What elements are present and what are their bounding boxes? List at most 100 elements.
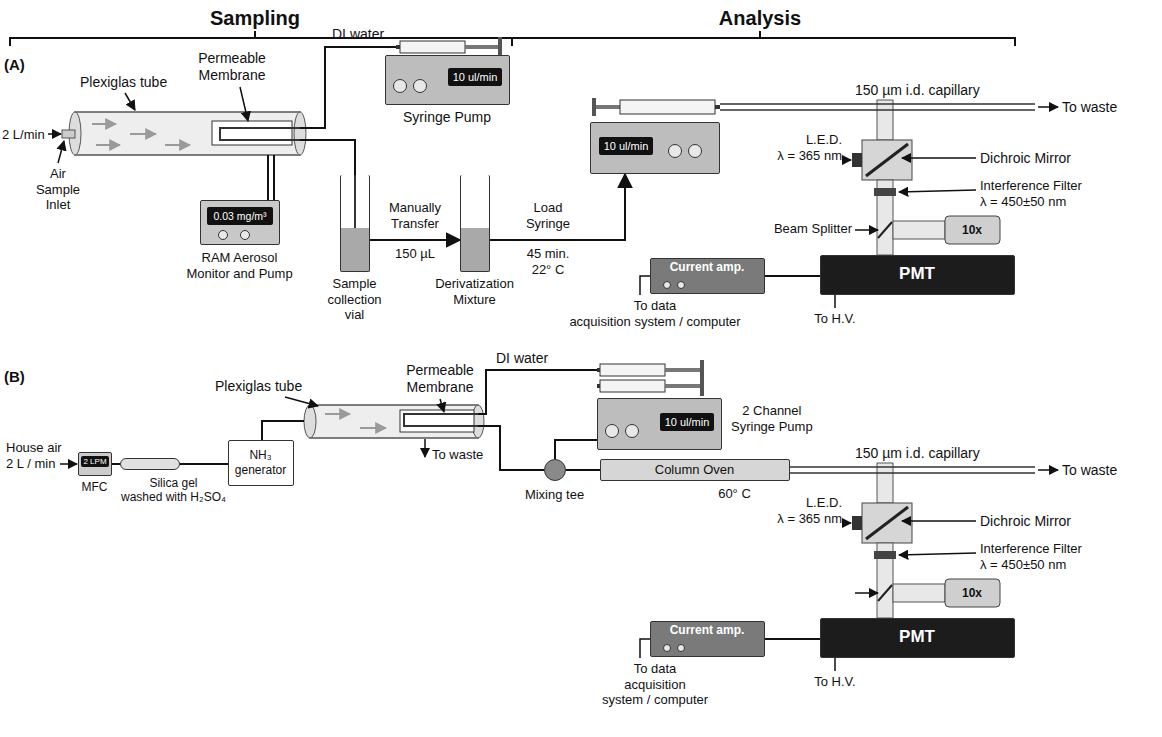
- mixing-tee: Mixing tee: [544, 459, 566, 481]
- part-name: PMT: [899, 264, 935, 284]
- knob: [677, 281, 685, 289]
- knob: [663, 281, 671, 289]
- edge-label: Manually Transfer: [389, 200, 441, 231]
- tubing-connector: [765, 275, 820, 277]
- knob: [663, 644, 671, 652]
- column-oven: Column Oven60° C: [600, 459, 790, 481]
- panel-letter: (A): [4, 56, 25, 74]
- syringe: [396, 37, 502, 57]
- photomultiplier-tube: PMT: [820, 618, 1015, 658]
- part-label: L.E.D. λ = 365 nm: [777, 132, 842, 163]
- display-readout: 10 ul/min: [448, 68, 502, 86]
- part-name: Mixing tee: [525, 487, 584, 503]
- part-label: To H.V.: [814, 311, 855, 327]
- part-label: To waste: [432, 447, 483, 463]
- knob: [218, 230, 228, 240]
- part-label: To data acquisition system / computer: [569, 298, 740, 329]
- knob: [605, 424, 619, 438]
- part-label: 45 min. 22° C: [527, 246, 570, 277]
- edge-label: Load Syringe: [526, 200, 570, 231]
- tubing-connector: [490, 174, 625, 240]
- part-name: 2 Channel Syringe Pump: [731, 403, 813, 434]
- part-label: Permeable Membrane: [198, 50, 266, 84]
- part-name: RAM Aerosol Monitor and Pump: [186, 250, 292, 281]
- part-label: To waste: [1062, 462, 1117, 479]
- current-amplifier: Current amp.: [650, 621, 765, 657]
- syringe-pump: 10 ul/min2 Channel Syringe Pump: [597, 398, 722, 450]
- knob: [625, 424, 639, 438]
- part-label: Interference Filter λ = 450±50 nm: [980, 178, 1082, 209]
- aerosol-monitor: 0.03 mg/m³RAM Aerosol Monitor and Pump: [200, 200, 280, 245]
- part-label: To waste: [1062, 99, 1117, 116]
- current-amplifier: Current amp.: [650, 258, 765, 294]
- part-label: Beam Splitter: [774, 221, 852, 237]
- knob: [240, 230, 250, 240]
- knob: [393, 79, 407, 93]
- part-label: DI water: [496, 350, 548, 367]
- part-label: To data acquisition system / computer: [602, 661, 708, 708]
- silica-gel-tube: Silica gel washed with H₂SO₄: [120, 458, 180, 470]
- tubing-connector: [112, 463, 120, 465]
- tubing-connector: [765, 638, 820, 640]
- syringe-pump: 10 ul/minSyringe Pump: [385, 55, 510, 105]
- tubing-connector: [370, 239, 460, 241]
- sample-vial: Sample collection vial: [340, 175, 370, 272]
- plexiglas-tube: [304, 405, 484, 438]
- section-heading: Analysis: [719, 6, 801, 30]
- knob: [688, 144, 702, 158]
- display-readout: 10 ul/min: [660, 413, 714, 431]
- mass-flow-controller: 2 LPMMFC: [78, 452, 112, 476]
- part-label: Dichroic Mirror: [980, 150, 1071, 167]
- leader-arrow: [60, 463, 77, 465]
- part-name: Syringe Pump: [403, 109, 491, 126]
- part-name: 60° C: [718, 486, 751, 502]
- part-label: 150 µm i.d. capillary: [855, 445, 980, 462]
- part-label: Interference Filter λ = 450±50 nm: [980, 541, 1082, 572]
- panel-letter: (B): [4, 368, 25, 386]
- part-label: Plexiglas tube: [80, 74, 167, 91]
- leader-arrows: [285, 397, 444, 457]
- part-label: 2 L/min: [2, 127, 45, 143]
- part-name: Current amp.: [670, 623, 745, 637]
- part-label: To H.V.: [814, 674, 855, 690]
- part-name: Column Oven: [655, 462, 734, 478]
- knob: [677, 644, 685, 652]
- syringe: [597, 360, 704, 396]
- tubing-connector: [555, 440, 597, 459]
- syringe-pump: 10 ul/min: [590, 122, 720, 174]
- part-name: MFC: [82, 480, 108, 494]
- tubing-connector: [566, 469, 600, 471]
- part-name: Derivatization Mixture: [435, 276, 514, 307]
- part-name: PMT: [899, 627, 935, 647]
- part-name: NH₃ generator: [235, 448, 286, 477]
- part-label: L.E.D. λ = 365 nm: [777, 495, 842, 526]
- ammonia-generator: NH₃ generator: [228, 440, 294, 486]
- part-label: 150 µm i.d. capillary: [855, 82, 980, 99]
- photomultiplier-tube: PMT: [820, 255, 1015, 295]
- leader-arrows: [48, 87, 248, 163]
- syringe: [592, 98, 720, 116]
- tubing: [268, 47, 398, 262]
- tubing-connector: [180, 463, 228, 465]
- part-label: DI water: [332, 26, 384, 43]
- part-name: Silica gel washed with H₂SO₄: [121, 476, 226, 505]
- part-name: Sample collection vial: [327, 276, 381, 323]
- part-label: 10x: [962, 586, 982, 600]
- part-name: Current amp.: [670, 260, 745, 274]
- display-readout: 0.03 mg/m³: [207, 207, 273, 225]
- section-bracket: [10, 31, 1015, 46]
- part-label: Permeable Membrane: [406, 362, 474, 396]
- knob: [668, 144, 682, 158]
- part-label: Air Sample Inlet: [36, 166, 80, 213]
- part-label: Plexiglas tube: [215, 378, 302, 395]
- display-readout: 2 LPM: [81, 456, 109, 467]
- derivatization-vial: Derivatization Mixture: [460, 175, 490, 272]
- section-heading: Sampling: [210, 6, 300, 30]
- display-readout: 10 ul/min: [599, 137, 653, 155]
- part-label: 10x: [962, 223, 982, 237]
- plexiglas-tube: [62, 112, 306, 155]
- part-label: House air 2 L / min: [6, 440, 62, 471]
- part-label: Dichroic Mirror: [980, 513, 1071, 530]
